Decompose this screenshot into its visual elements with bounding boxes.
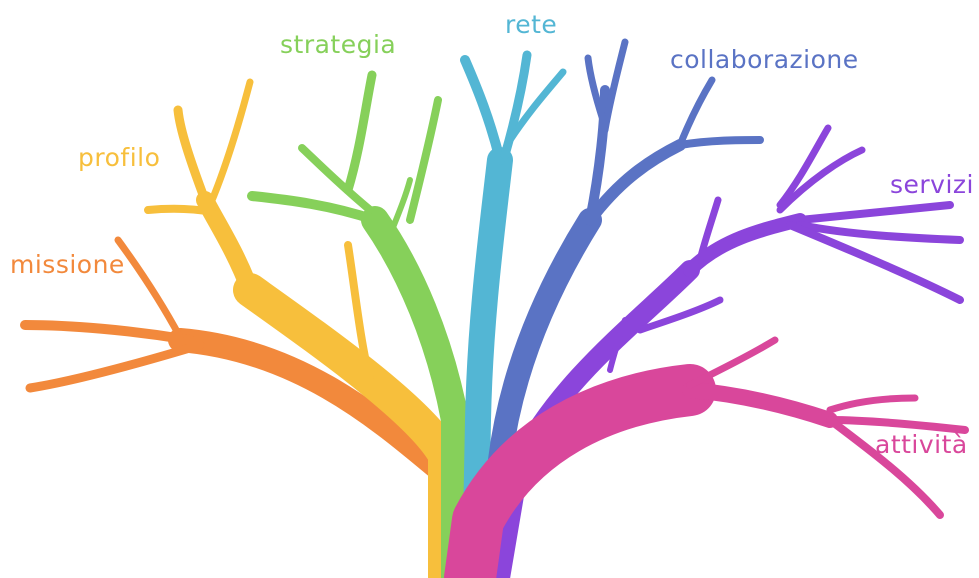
branch-strategia [247, 70, 469, 578]
branch-missione [20, 236, 452, 482]
branch-collaborazione [478, 38, 764, 578]
branch-rete [460, 50, 567, 578]
branch-attivita [444, 336, 969, 578]
branch-label-collaborazione: collaborazione [670, 45, 859, 74]
branch-label-attivita: attività [875, 430, 968, 459]
branch-label-profilo: profilo [78, 143, 161, 172]
branch-profilo [144, 78, 462, 578]
branch-label-missione: missione [10, 250, 125, 279]
branch-label-rete: rete [505, 10, 558, 39]
branch-label-strategia: strategia [280, 30, 397, 59]
branch-label-servizi: servizi [890, 170, 974, 199]
